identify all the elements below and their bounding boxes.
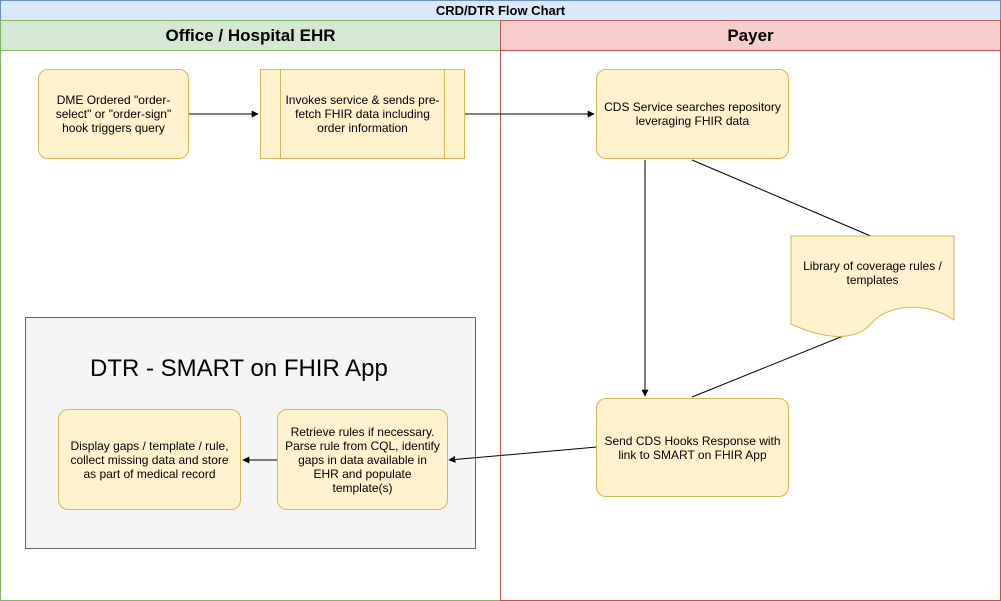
edge-cds-to-library: [691, 159, 874, 238]
process-bar-left: [280, 70, 281, 158]
node-display-gaps: Display gaps / template / rule, collect …: [58, 409, 241, 510]
node-retrieve-rules: Retrieve rules if necessary. Parse rule …: [277, 409, 448, 510]
dtr-group-title: DTR - SMART on FHIR App: [90, 355, 388, 382]
edge-response-to-retrieve: [448, 446, 598, 463]
lane-header-payer: Payer: [501, 21, 1000, 51]
node-library-label: Library of coverage rules / templates: [803, 258, 942, 287]
lane-payer: Payer: [500, 20, 1001, 601]
node-invoke-service-label: Invokes service & sends pre-fetch FHIR d…: [285, 93, 440, 135]
node-dme-ordered: DME Ordered "order-select" or "order-sig…: [38, 69, 189, 159]
node-send-cds-hooks-response: Send CDS Hooks Response with link to SMA…: [596, 398, 789, 497]
lane-header-ehr: Office / Hospital EHR: [1, 21, 500, 51]
node-invoke-service: Invokes service & sends pre-fetch FHIR d…: [260, 69, 465, 159]
process-bar-right: [444, 70, 445, 158]
edge-library-to-response: [691, 327, 864, 398]
node-cds-service-search: CDS Service searches repository leveragi…: [596, 69, 789, 159]
